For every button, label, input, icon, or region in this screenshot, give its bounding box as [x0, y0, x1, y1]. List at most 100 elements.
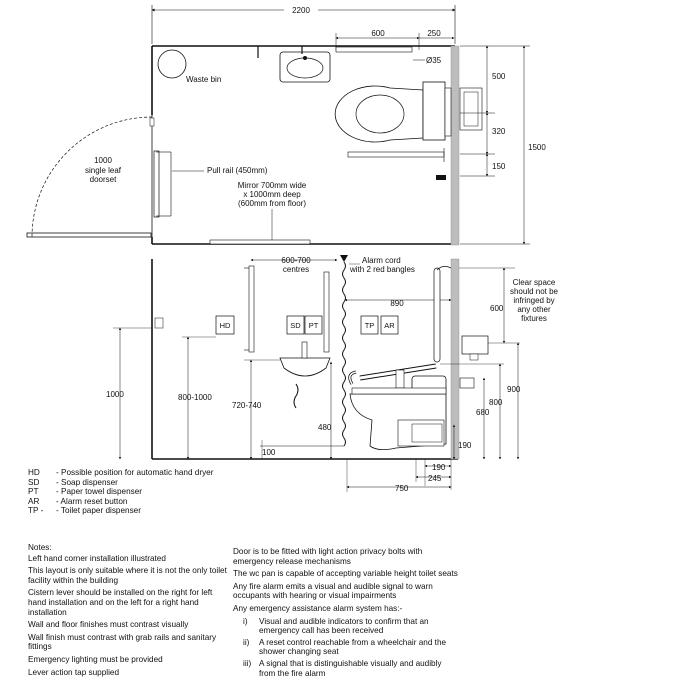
legend-abbr: SD: [28, 477, 40, 487]
toilet-paper-box-label: TP: [365, 321, 375, 330]
note-sub-text: A signal that is distinguishable visuall…: [259, 658, 442, 678]
plan-dropdown-rail: [347, 151, 445, 158]
dim-overall-width: 2200: [292, 6, 310, 15]
legend-text: - Alarm reset button: [56, 496, 128, 506]
note-item: Emergency lighting must be provided: [28, 654, 163, 664]
clear-space-5: fixtures: [521, 314, 547, 323]
legend-row: TP - - Toilet paper dispenser: [28, 506, 213, 516]
soap-dispenser-box-label: SD: [290, 321, 301, 330]
centres-label-2: centres: [283, 265, 309, 274]
note-sub-text: A reset control reachable from a wheelch…: [259, 637, 447, 657]
dim-245: 245: [428, 474, 442, 483]
note-sub-item: iii)A signal that is distinguishable vis…: [233, 659, 458, 678]
note-item: Any emergency assistance alarm system ha…: [233, 603, 403, 613]
dim-500: 500: [492, 72, 506, 81]
alarm-label-1: Alarm cord: [362, 256, 401, 265]
dim-1000: 1000: [106, 390, 124, 399]
plan-view: 2200 600 250 Ø35 Waste bin 1000 single l…: [26, 4, 546, 246]
dim-680: 680: [476, 408, 490, 417]
dim-750: 750: [395, 484, 409, 493]
alarm-label-2: with 2 red bangles: [349, 265, 415, 274]
flush-unit: [461, 335, 489, 355]
dim-1500: 1500: [528, 143, 546, 152]
note-sub-num: ii): [243, 637, 250, 647]
clear-space-4: any other: [517, 305, 551, 314]
note-item: Door is to be fitted with light action p…: [233, 547, 423, 566]
door-swing-arc: [31, 116, 153, 238]
legend-abbr: TP -: [28, 506, 44, 516]
legend-text: - Paper towel dispenser: [56, 487, 143, 497]
note-sub-item: i) Visual and audible indicators to confi…: [233, 617, 458, 636]
dim-250-top: 250: [427, 29, 441, 38]
elevation-right-wall: [450, 258, 460, 460]
note-item: Any fire alarm emits a visual and audibl…: [233, 581, 433, 601]
dim-720-740: 720-740: [232, 401, 262, 410]
notes-title: Notes:: [28, 543, 52, 552]
alarm-reset-box-label: AR: [384, 321, 395, 330]
mirror-label-2: x 1000mm deep: [243, 190, 301, 199]
notes-right: Door is to be fitted with light action p…: [233, 547, 458, 680]
centres-label-1: 600-700: [281, 256, 311, 265]
note-sub-text: Visual and audible indicators to confirm…: [259, 616, 429, 636]
plan-right-wall: [450, 45, 460, 246]
door-label-3: doorset: [90, 175, 117, 184]
note-sub-item: ii) A reset control reachable from a whee…: [233, 638, 458, 657]
dim-800-1000: 800-1000: [178, 393, 212, 402]
plan-panel: [459, 87, 483, 131]
mirror-plan: [209, 239, 311, 245]
vertical-grab-rail-2: [323, 271, 330, 353]
mirror-label-3: (600mm from floor): [238, 199, 306, 208]
clear-space-2: should not be: [510, 287, 559, 296]
door-label-2: single leaf: [85, 166, 122, 175]
pull-rail-label: Pull rail (450mm): [207, 166, 268, 175]
dim-900: 900: [507, 385, 521, 394]
elevation-panel: [397, 419, 445, 447]
note-item: The wc pan is capable of accepting varia…: [233, 569, 458, 579]
note-item: Wall and floor finishes must contrast vi…: [28, 620, 189, 630]
clear-space-1: Clear space: [513, 278, 556, 287]
legend: HD- Possible position for automatic hand…: [28, 468, 213, 516]
notes-left: Notes: Left hand corner installation ill…: [28, 543, 228, 680]
note-item: Lever action tap supplied: [28, 667, 120, 677]
plan-wc-pan: [334, 85, 424, 143]
alarm-cord: [342, 261, 346, 447]
paper-towel-box: [304, 315, 323, 335]
waste-bin-icon: [157, 49, 187, 79]
note-item: Cistern lever should be installed on the…: [28, 588, 213, 617]
dim-890: 890: [390, 299, 404, 308]
elevation-view: 1000 HD 800-1000 600-700 centres SD PT 7…: [106, 255, 559, 493]
plan-top-grab-rail: [335, 46, 413, 53]
legend-abbr: PT: [28, 487, 39, 497]
wall-grab-rail-vertical: [433, 267, 441, 363]
legend-abbr: AR: [28, 496, 40, 506]
legend-row: AR - Alarm reset button: [28, 497, 213, 507]
mirror-label-1: Mirror 700mm wide: [238, 181, 307, 190]
toilet-paper-box: [360, 315, 379, 335]
note-item: This layout is only suitable where it is…: [28, 566, 227, 585]
vertical-grab-rail: [248, 265, 255, 353]
dim-600-top: 600: [371, 29, 385, 38]
note-item: Left hand corner installation illustrate…: [28, 553, 166, 563]
dim-320: 320: [492, 127, 506, 136]
note-item: Wall finish must contrast with grab rail…: [28, 632, 217, 652]
elevation-basin: [279, 357, 331, 377]
dim-150: 150: [492, 162, 506, 171]
dim-100: 100: [262, 448, 276, 457]
dim-diameter: Ø35: [426, 56, 442, 65]
paper-towel-box-label: PT: [309, 321, 319, 330]
legend-text: - Toilet paper dispenser: [56, 506, 141, 516]
legend-row: HD- Possible position for automatic hand…: [28, 468, 213, 478]
pull-rail: [153, 150, 160, 218]
door-label-1: 1000: [94, 156, 112, 165]
waste-bin-label: Waste bin: [186, 75, 221, 84]
clear-space-3: infringed by: [513, 296, 554, 305]
alarm-reset-box: [380, 315, 399, 335]
legend-text: - Possible position for automatic hand d…: [56, 468, 214, 477]
legend-text: - Soap dispenser: [56, 477, 118, 487]
note-sub-num: i): [243, 616, 248, 626]
dim-800: 800: [489, 398, 503, 407]
plan-cistern: [422, 81, 446, 141]
legend-row: PT - Paper towel dispenser: [28, 487, 213, 497]
dim-600-right: 600: [490, 304, 504, 313]
